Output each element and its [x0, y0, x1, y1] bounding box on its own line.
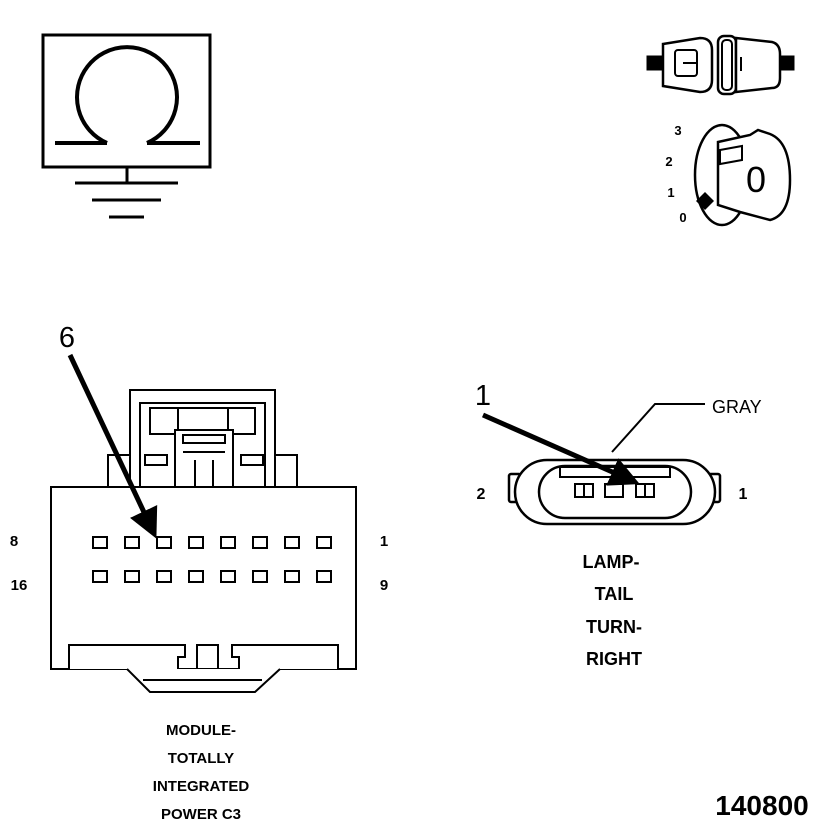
gray-leader-line	[611, 403, 705, 453]
c3-pin-cavity	[188, 570, 204, 583]
c3-pin-cavities	[92, 536, 332, 583]
c3-caption-line-2: TOTALLY	[168, 750, 234, 767]
c3-pin-cavity	[284, 570, 300, 583]
c3-pin-cavity	[92, 536, 108, 549]
c3-pin-cavity	[156, 536, 172, 549]
c3-caption-line-1: MODULE-	[166, 722, 236, 739]
lamp-caption-line-1: LAMP-	[583, 552, 640, 572]
pointer-arrow-6	[67, 353, 158, 539]
c3-pin-cavity	[156, 570, 172, 583]
c3-pin-cavity	[188, 536, 204, 549]
lamp-connector	[507, 458, 722, 526]
key-position-0: 0	[679, 210, 686, 225]
c3-pin-cavity	[92, 570, 108, 583]
ignition-key-icon	[693, 123, 792, 227]
pointer-number-6: 6	[59, 322, 75, 354]
c3-pin-cavity	[124, 536, 140, 549]
figure-id: 140800	[715, 790, 808, 821]
connector-plug-icon	[646, 34, 795, 96]
c3-pin-cavity	[220, 570, 236, 583]
c3-caption-line-4: POWER C3	[161, 806, 241, 823]
key-letter: 0	[746, 159, 766, 200]
c3-pin-label-right-top: 1	[380, 533, 388, 550]
lamp-pin-label-left: 2	[477, 486, 486, 503]
pointer-number-1: 1	[475, 380, 491, 412]
pointer-arrow-1	[481, 412, 640, 486]
key-position-1: 1	[667, 185, 674, 200]
lamp-caption-line-4: RIGHT	[586, 649, 642, 669]
c3-pin-cavity	[252, 536, 268, 549]
c3-pin-cavity	[316, 536, 332, 549]
lamp-caption-line-2: TAIL	[595, 584, 634, 604]
c3-pin-cavity	[316, 570, 332, 583]
c3-pin-label-left-top: 8	[10, 533, 18, 550]
c3-pin-cavity	[220, 536, 236, 549]
c3-pin-cavity	[124, 570, 140, 583]
key-position-3: 3	[674, 123, 681, 138]
lamp-pin-label-right: 1	[739, 486, 748, 503]
c3-pin-label-right-bottom: 9	[380, 577, 388, 594]
c3-pin-cavity	[252, 570, 268, 583]
c3-caption-line-3: INTEGRATED	[153, 778, 250, 795]
lamp-color-label: GRAY	[712, 397, 762, 417]
ground-symbol-icon	[41, 33, 212, 219]
c3-pin-cavity	[284, 536, 300, 549]
c3-pin-label-left-bottom: 16	[11, 577, 28, 594]
lamp-caption-line-3: TURN-	[586, 617, 642, 637]
key-position-2: 2	[665, 154, 672, 169]
